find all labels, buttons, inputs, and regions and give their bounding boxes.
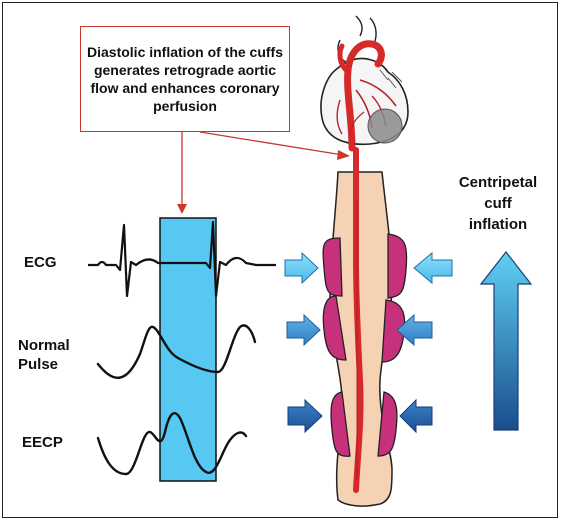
arrow-right-3	[287, 398, 323, 434]
calf-cuff-right	[377, 391, 398, 457]
normal-pulse-label-line2: Pulse	[18, 356, 59, 373]
eecp-label: EECP	[22, 434, 63, 451]
normal-pulse-trace	[96, 324, 257, 379]
arrow-left-3	[399, 398, 433, 434]
eecp-trace	[96, 412, 248, 476]
callout-text: Diastolic inflation of the cuffs generat…	[87, 44, 284, 114]
arrow-right-2	[286, 313, 321, 347]
centripetal-line2: cuff	[484, 195, 512, 212]
arrow-left-1	[413, 251, 453, 285]
upper-thigh-cuff-left	[322, 237, 343, 297]
ecg-label: ECG	[24, 254, 57, 271]
figure-frame	[2, 2, 558, 518]
callout-box: Diastolic inflation of the cuffs generat…	[80, 26, 290, 132]
heart-illustration	[320, 15, 409, 152]
cuffs	[322, 233, 408, 457]
compression-arrows	[284, 251, 453, 434]
ecg-trace	[88, 220, 276, 298]
centripetal-arrow	[479, 251, 533, 431]
normal-pulse-label-line1: Normal	[18, 337, 70, 354]
centripetal-line1: Centripetal	[458, 174, 538, 191]
arrow-left-2	[396, 313, 433, 347]
centripetal-line3: inflation	[468, 216, 528, 233]
calf-cuff-left	[330, 391, 351, 457]
callout-connectors	[177, 131, 350, 214]
centripetal-label: Centripetal cuff inflation	[448, 172, 548, 235]
arrow-right-1	[284, 251, 319, 285]
mid-thigh-cuff-left	[322, 295, 347, 361]
upper-thigh-cuff-right	[387, 233, 408, 299]
